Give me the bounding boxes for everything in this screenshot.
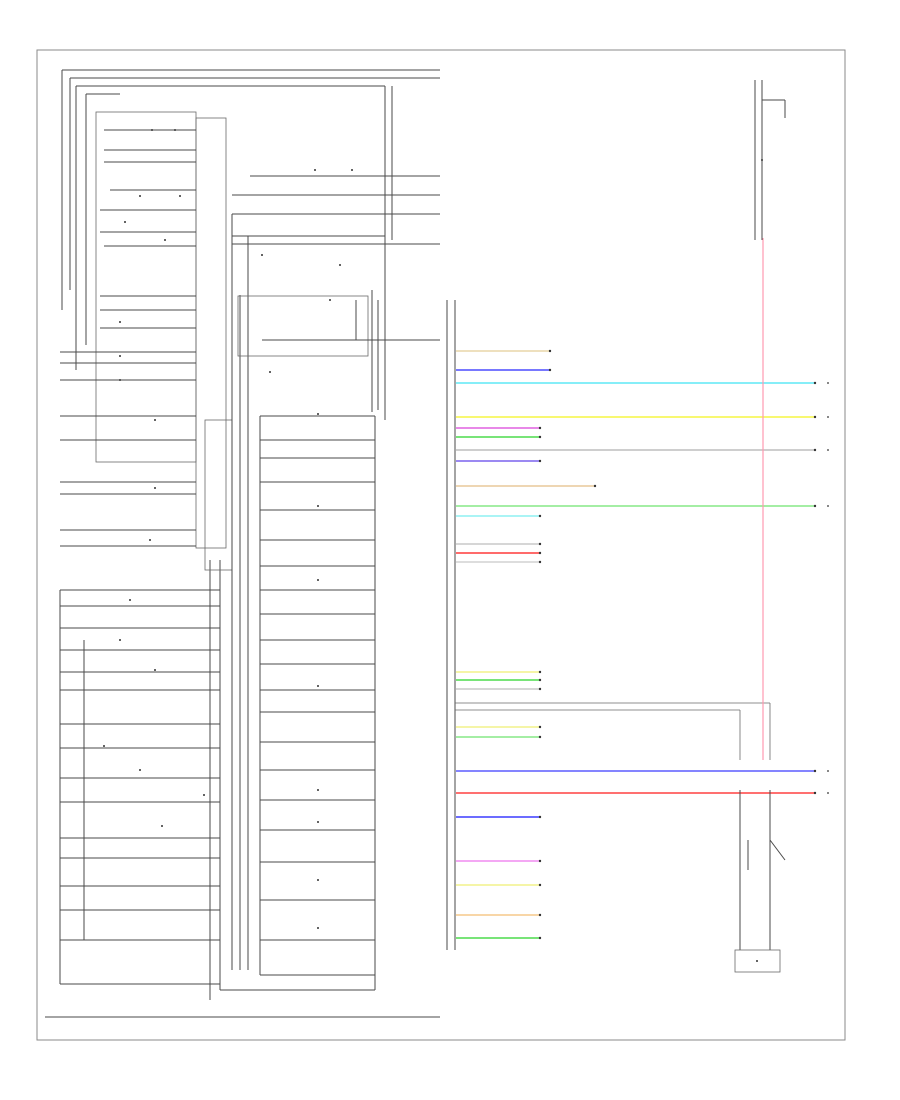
wire-blue-long-end <box>813 769 817 773</box>
wire-red-long-end <box>813 791 817 795</box>
wire-gray-2-end <box>538 542 542 546</box>
wire-magenta-1-end <box>538 426 542 430</box>
wire-gray-4-end <box>538 687 542 691</box>
wire-green-long-end <box>813 504 817 508</box>
right-edge-terminals <box>827 382 829 794</box>
center-bus <box>204 86 440 970</box>
wire-blue-1-end <box>548 368 552 372</box>
wire-yellow-2-end <box>538 670 542 674</box>
wire-cyan-long-end <box>813 381 817 385</box>
wire-green-1-end <box>538 435 542 439</box>
wire-green-3-end <box>538 735 542 739</box>
wire-tan-end <box>548 349 552 353</box>
wire-yellow-4-end <box>538 883 542 887</box>
top-bus <box>61 69 440 370</box>
connector-pin-column <box>446 300 771 950</box>
wire-blue-2-end <box>538 815 542 819</box>
wire-tan-2-end <box>593 484 597 488</box>
wire-red-1-end <box>538 551 542 555</box>
center-indicator-rows <box>220 413 376 991</box>
wire-violet-1-end <box>538 459 542 463</box>
wire-gray-3-end <box>538 560 542 564</box>
wire-green-4-end <box>538 936 542 940</box>
right-top-component <box>754 80 786 240</box>
left-indicator-rows <box>59 560 221 1000</box>
colored-wires <box>456 349 817 940</box>
wire-gray-1-end <box>813 448 817 452</box>
diagram-frame <box>36 49 846 1041</box>
wire-yellow-long-end <box>813 415 817 419</box>
wire-cyan-2-end <box>538 514 542 518</box>
right-bottom-sensor <box>734 790 786 973</box>
wire-orange-end <box>538 913 542 917</box>
wire-yellow-3-end <box>538 725 542 729</box>
wire-magenta-2-end <box>538 859 542 863</box>
wire-green-2-end <box>538 678 542 682</box>
left-switch-cluster <box>60 111 227 549</box>
